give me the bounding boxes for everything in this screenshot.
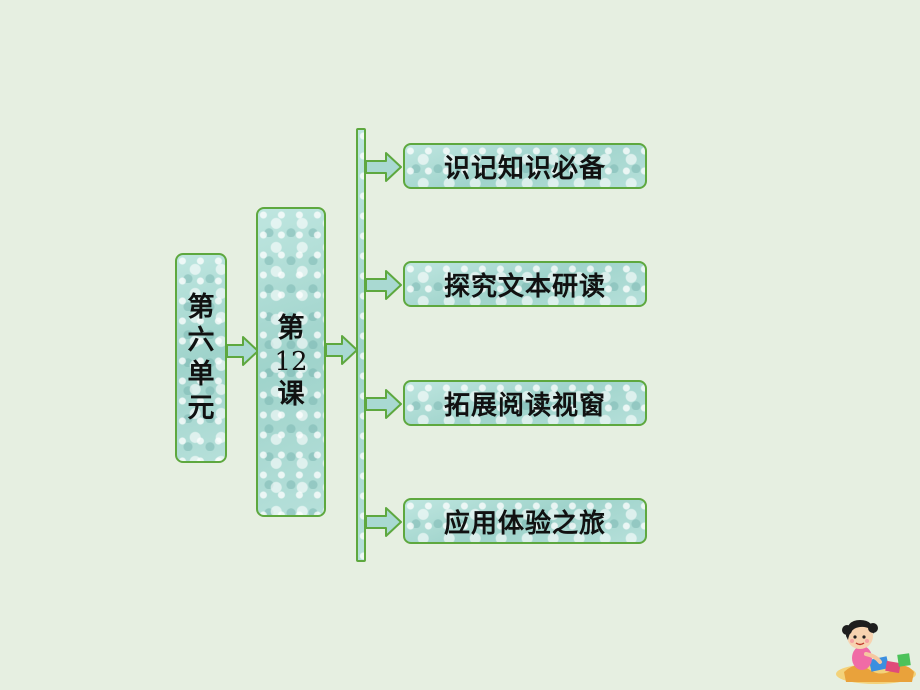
arrow-icon [325,335,358,365]
unit-box: 第 六 单 元 [175,253,227,463]
arrow-icon [226,336,259,366]
connector-bar [356,128,366,562]
unit-char: 第 [187,291,215,323]
arrow-icon [365,507,402,537]
unit-char: 六 [187,325,215,357]
lesson-char: 第 [277,313,305,344]
section-button-knowledge[interactable]: 识记知识必备 [403,143,647,189]
section-button-application[interactable]: 应用体验之旅 [403,498,647,544]
section-button-text-study[interactable]: 探究文本研读 [403,261,647,307]
section-button-extended-reading[interactable]: 拓展阅读视窗 [403,380,647,426]
arrow-icon [365,270,402,300]
unit-char: 元 [187,392,215,424]
arrow-icon [365,152,402,182]
arrow-icon [365,389,402,419]
lesson-char: 课 [277,379,305,411]
cartoon-girl-mascot-icon [836,620,916,684]
lesson-number: 12 [274,346,308,377]
unit-char: 单 [187,359,215,390]
lesson-box: 第 12 课 [256,207,326,517]
